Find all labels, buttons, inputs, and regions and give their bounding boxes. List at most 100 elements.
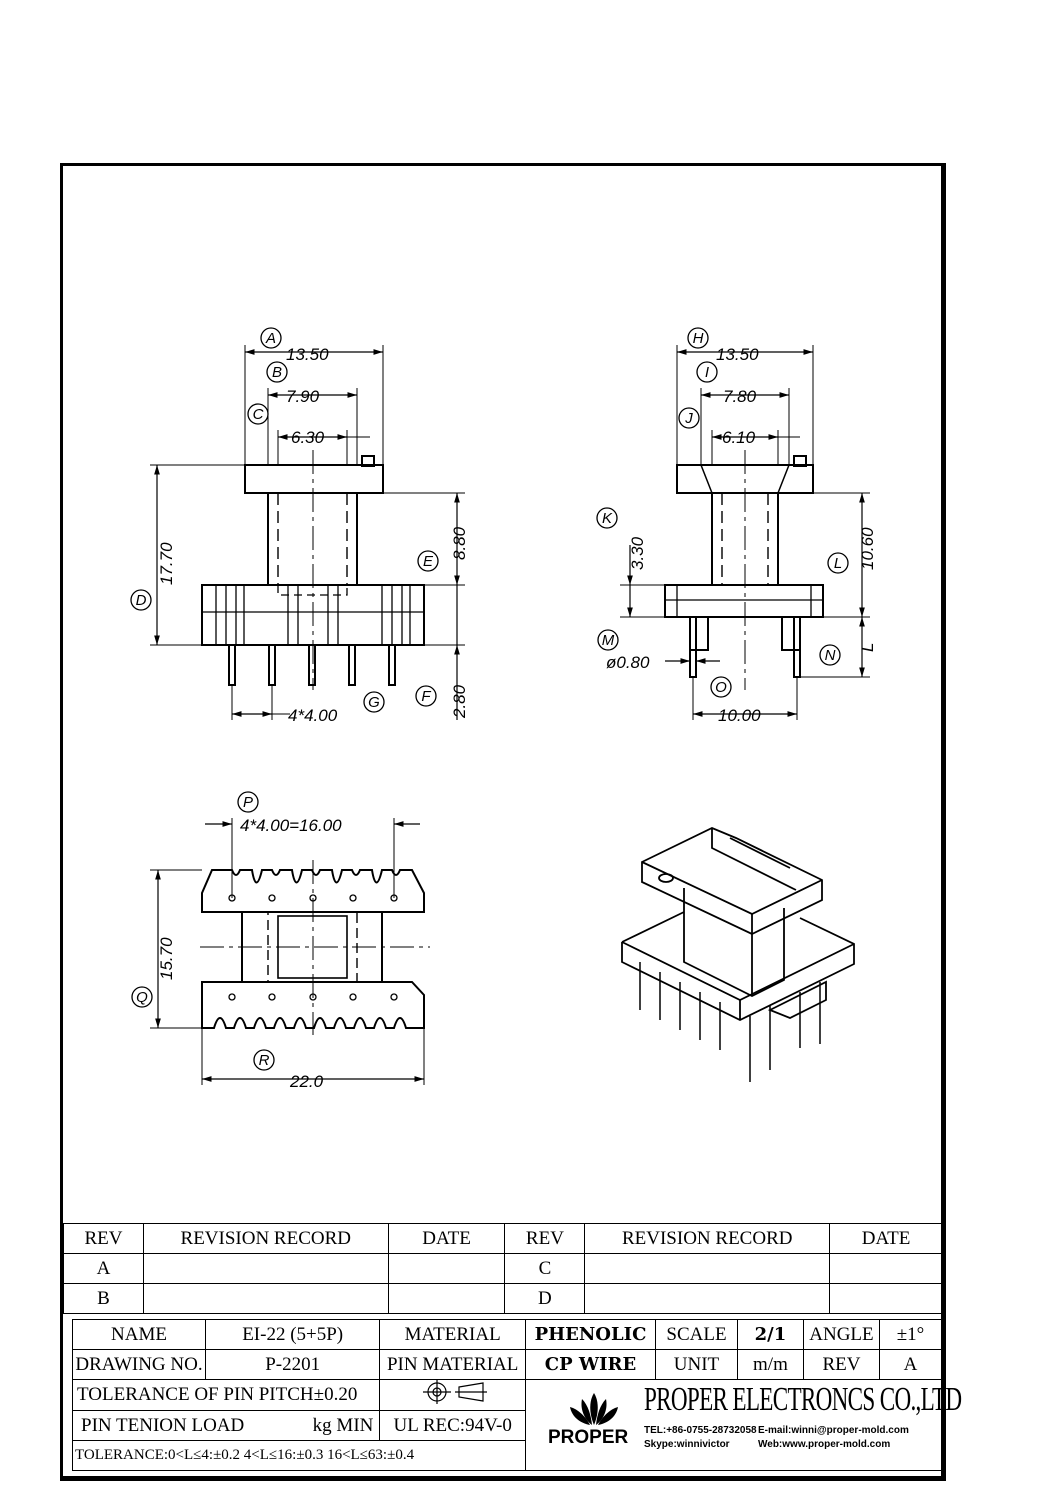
date-cell bbox=[829, 1283, 943, 1314]
callout-i: I bbox=[705, 364, 709, 381]
callout-n: N bbox=[825, 647, 836, 664]
callout-o: O bbox=[715, 679, 727, 696]
callout-g: G bbox=[368, 694, 380, 711]
dim-g: 4*4.00 bbox=[288, 706, 338, 725]
date-cell bbox=[387, 1253, 506, 1284]
rev-header-2: REV bbox=[504, 1223, 586, 1254]
top-view bbox=[150, 818, 430, 1085]
title-block: NAME EI-22 (5+5P) MATERIAL PHENOLIC SCAL… bbox=[71, 1319, 962, 1471]
date-cell bbox=[387, 1283, 506, 1314]
company-tel: TEL:+86-0755-28732058 bbox=[644, 1425, 757, 1436]
third-angle-projection-icon bbox=[422, 1380, 487, 1404]
pin-tenion-cell: PIN TENION LOAD kg MIN bbox=[71, 1410, 381, 1441]
material-label: MATERIAL bbox=[379, 1319, 526, 1350]
tolerance-general: TOLERANCE:0<L≤4:±0.2 4<L≤16:±0.3 16<L≤63… bbox=[72, 1440, 526, 1471]
drawing-no-value: P-2201 bbox=[204, 1349, 381, 1380]
revision-header-row: REV REVISION RECORD DATE REV REVISION RE… bbox=[63, 1223, 943, 1254]
callout-l: L bbox=[834, 555, 842, 572]
revision-record-cell bbox=[584, 1253, 831, 1284]
rev-cell: B bbox=[63, 1283, 144, 1314]
dim-h: 13.50 bbox=[716, 345, 759, 364]
dim-d: 17.70 bbox=[157, 542, 176, 585]
revision-record-header: REVISION RECORD bbox=[142, 1223, 389, 1254]
dim-q: 15.70 bbox=[157, 937, 176, 980]
angle-value: ±1° bbox=[878, 1319, 943, 1350]
rev-value: A bbox=[878, 1349, 943, 1380]
callout-b: B bbox=[272, 364, 282, 381]
company-skype: Skype:winnivictor bbox=[644, 1439, 730, 1450]
dim-f: 2.80 bbox=[450, 684, 469, 719]
dim-k: 3.30 bbox=[628, 536, 647, 570]
lotus-logo-icon bbox=[570, 1393, 618, 1425]
pin-tenion-label: PIN TENION LOAD bbox=[81, 1414, 245, 1436]
rev-cell: A bbox=[63, 1253, 144, 1284]
projection-symbol bbox=[379, 1379, 526, 1411]
scale-label: SCALE bbox=[654, 1319, 738, 1350]
callout-p: P bbox=[243, 794, 253, 811]
rev-cell: C bbox=[504, 1253, 586, 1284]
angle-label: ANGLE bbox=[802, 1319, 880, 1350]
pin-material-label: PIN MATERIAL bbox=[379, 1349, 526, 1380]
dim-a: 13.50 bbox=[286, 345, 329, 364]
name-value: EI-22 (5+5P) bbox=[204, 1319, 381, 1350]
dim-n: L bbox=[858, 643, 877, 652]
callout-e: E bbox=[423, 553, 434, 570]
revision-record-cell bbox=[142, 1283, 389, 1314]
scale-value: 2/1 bbox=[736, 1319, 804, 1350]
side-pins bbox=[228, 644, 396, 686]
revision-record-header-2: REVISION RECORD bbox=[584, 1223, 831, 1254]
dim-r: 22.0 bbox=[289, 1072, 324, 1091]
rev-label: REV bbox=[802, 1349, 880, 1380]
dim-b: 7.90 bbox=[286, 387, 320, 406]
unit-value: m/m bbox=[736, 1349, 804, 1380]
drawing-border bbox=[60, 163, 946, 1481]
date-header: DATE bbox=[387, 1223, 506, 1254]
dim-c: 6.30 bbox=[291, 428, 325, 447]
company-block: PROPER PROPER ELECTRONCS CO.,LTD TEL:+86… bbox=[525, 1379, 962, 1471]
material-value: PHENOLIC bbox=[525, 1319, 656, 1350]
company-web: Web:www.proper-mold.com bbox=[758, 1439, 891, 1450]
pin-material-value: CP WIRE bbox=[525, 1349, 656, 1380]
callout-a: A bbox=[265, 330, 276, 347]
dim-e: 8.80 bbox=[450, 526, 469, 560]
locator-nub bbox=[361, 455, 375, 467]
revision-record-cell bbox=[142, 1253, 389, 1284]
company-email: E-mail:winni@proper-mold.com bbox=[758, 1425, 909, 1436]
dim-j: 6.10 bbox=[722, 428, 756, 447]
title-row-4: PIN TENION LOAD kg MIN UL REC:94V-0 bbox=[71, 1410, 942, 1441]
date-cell bbox=[829, 1253, 943, 1284]
callout-j: J bbox=[684, 410, 693, 427]
ul-rec: UL REC:94V-0 bbox=[379, 1410, 526, 1441]
revision-row: A C bbox=[63, 1253, 943, 1284]
drawing-no-label: DRAWING NO. bbox=[72, 1349, 206, 1380]
title-row-3: TOLERANCE OF PIN PITCH±0.20 bbox=[71, 1379, 962, 1471]
callout-q: Q bbox=[136, 989, 148, 1006]
top-flange bbox=[244, 464, 384, 494]
callout-m: M bbox=[602, 632, 615, 649]
end-view bbox=[620, 345, 870, 720]
pin-tenion-unit: kg MIN bbox=[312, 1414, 374, 1436]
dim-i: 7.80 bbox=[723, 387, 757, 406]
date-header-2: DATE bbox=[829, 1223, 943, 1254]
callout-k: K bbox=[602, 510, 613, 527]
side-view bbox=[150, 345, 465, 720]
rev-cell: D bbox=[504, 1283, 586, 1314]
title-row-1: NAME EI-22 (5+5P) MATERIAL PHENOLIC SCAL… bbox=[72, 1319, 943, 1350]
callout-h: H bbox=[693, 330, 704, 347]
dim-m: ø0.80 bbox=[606, 653, 650, 672]
revision-row: B D bbox=[63, 1283, 943, 1314]
dim-l: 10.60 bbox=[858, 527, 877, 570]
name-label: NAME bbox=[72, 1319, 206, 1350]
isometric-view bbox=[621, 827, 855, 1082]
revision-table: REV REVISION RECORD DATE REV REVISION RE… bbox=[63, 1223, 943, 1314]
callout-c: C bbox=[253, 406, 264, 423]
company-name: PROPER ELECTRONCS CO.,LTD bbox=[644, 1381, 962, 1418]
dim-o: 10.00 bbox=[718, 706, 761, 725]
logo-text: PROPER bbox=[548, 1427, 629, 1448]
callout-f: F bbox=[421, 688, 431, 705]
unit-label: UNIT bbox=[654, 1349, 738, 1380]
callout-r: R bbox=[259, 1052, 270, 1069]
title-row-5: TOLERANCE:0<L≤4:±0.2 4<L≤16:±0.3 16<L≤63… bbox=[72, 1440, 942, 1471]
technical-drawing: 13.50 7.90 6.30 17.70 8.80 2.80 4*4.00 1… bbox=[130, 327, 877, 1091]
callout-d: D bbox=[136, 592, 147, 609]
